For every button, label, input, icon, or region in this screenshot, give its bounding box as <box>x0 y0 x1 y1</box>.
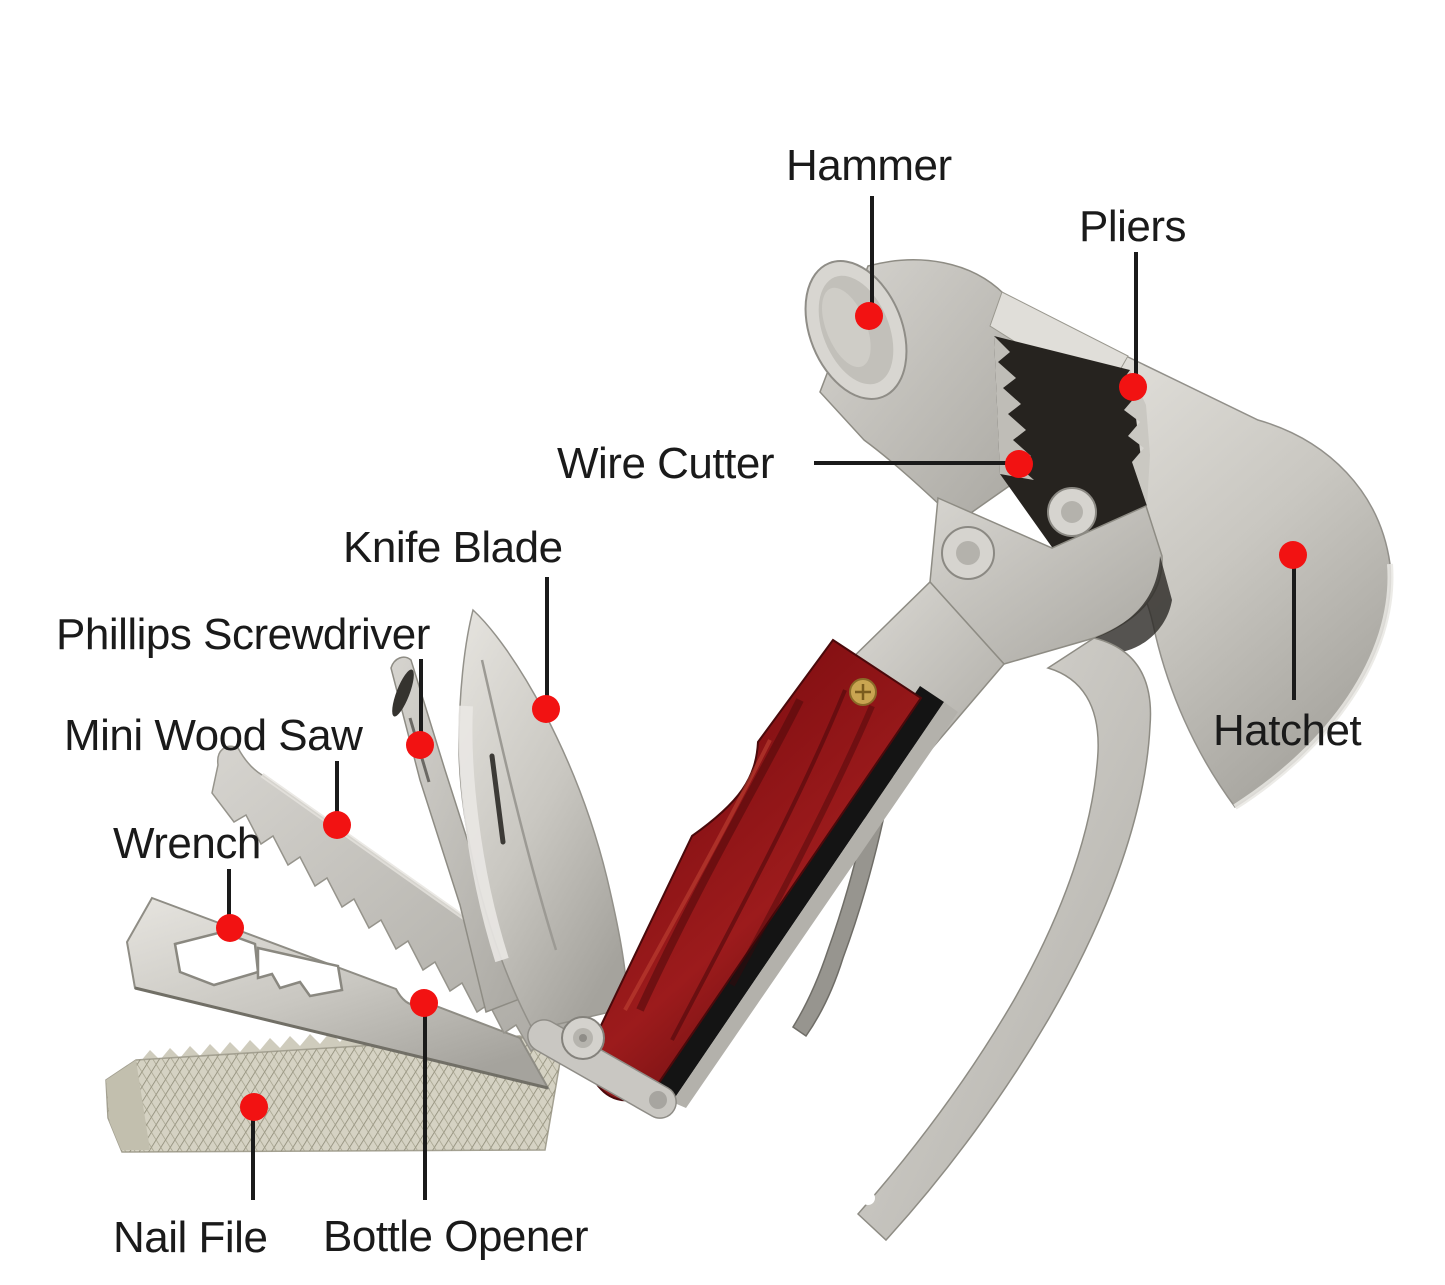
hatchet-callout-dot <box>1279 541 1307 569</box>
wrench-callout-dot <box>216 914 244 942</box>
knife-blade-tool <box>458 608 628 1031</box>
nail-file-callout-dot <box>240 1093 268 1121</box>
label-pliers: Pliers <box>1079 202 1187 251</box>
head-rivets <box>941 487 1097 580</box>
pliers-callout-dot <box>1119 373 1147 401</box>
hammer-callout-dot <box>855 302 883 330</box>
label-knife-blade: Knife Blade <box>343 523 563 572</box>
label-wire-cutter: Wire Cutter <box>557 439 774 488</box>
label-nail-file: Nail File <box>113 1213 268 1262</box>
label-phillips-screwdriver: Phillips Screwdriver <box>56 610 430 659</box>
phillips-callout-dot <box>406 731 434 759</box>
wire-cutter-callout-dot <box>1005 450 1033 478</box>
pivot-link <box>527 1016 677 1119</box>
nail-file-tool <box>105 1020 561 1153</box>
pliers-jaws <box>929 336 1172 665</box>
callout-dots <box>216 302 1307 1121</box>
label-wrench: Wrench <box>113 819 261 868</box>
mini-wood-saw-callout-dot <box>323 811 351 839</box>
knife-blade-callout-dot <box>532 695 560 723</box>
label-mini-wood-saw: Mini Wood Saw <box>64 711 363 760</box>
callout-lines <box>227 196 1296 1200</box>
pliers-handle <box>856 637 1152 1242</box>
wood-handle <box>587 638 958 1108</box>
label-hatchet: Hatchet <box>1213 706 1362 755</box>
bottle-opener-callout-dot <box>410 989 438 1017</box>
label-hammer: Hammer <box>786 141 952 190</box>
label-bottle-opener: Bottle Opener <box>323 1212 589 1261</box>
